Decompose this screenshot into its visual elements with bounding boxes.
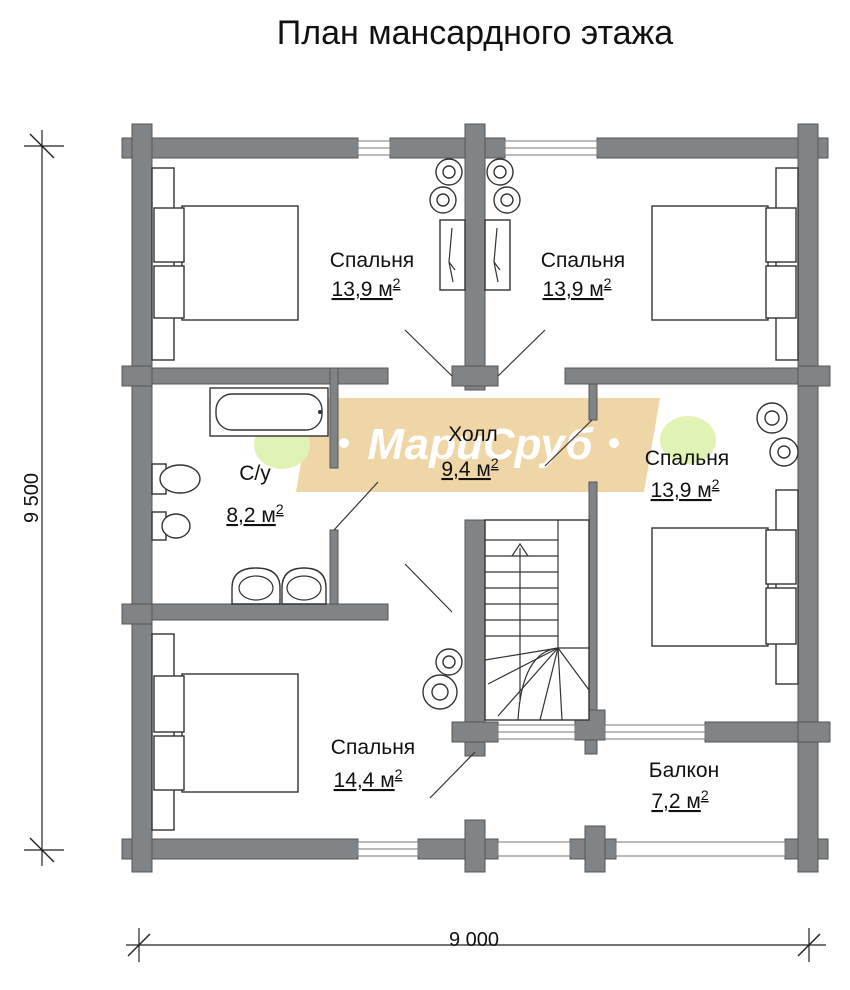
sink-left [231,567,281,605]
sink-right [281,567,327,605]
page-title: План мансардного этажа [276,14,674,52]
dimension-height-label: 9 500 [21,473,43,523]
bed-top-left [151,167,299,361]
plants [422,158,799,710]
toilet [151,463,201,495]
room-label-hall: Холл 9,4 м2 [441,423,498,481]
svg-text:13,9 м2: 13,9 м2 [332,275,401,301]
svg-text:Спальня: Спальня [331,736,415,759]
wardrobe-right [484,219,511,291]
windows [357,140,786,857]
bed-bottom-left [151,633,299,831]
svg-text:9,4 м2: 9,4 м2 [441,455,498,481]
svg-text:14,4 м2: 14,4 м2 [334,766,403,792]
room-label-balcony: Балкон 7,2 м2 [649,759,719,813]
svg-text:7,2 м2: 7,2 м2 [651,787,708,813]
plant-icon [756,402,799,467]
svg-text:Спальня: Спальня [645,447,729,470]
room-label-bedroom-bottom-left: Спальня 14,4 м2 [331,736,415,792]
bed-top-right [651,167,799,361]
svg-text:13,9 м2: 13,9 м2 [543,275,612,301]
staircase [484,519,590,721]
plant-icon [422,648,463,710]
bathtub [209,387,329,437]
svg-text:Балкон: Балкон [649,759,719,782]
doors [333,329,593,799]
room-label-bedroom-top-right: Спальня 13,9 м2 [541,249,625,301]
watermark-text: МариСруб [367,420,594,469]
dimension-width: 9 000 [126,928,826,962]
room-label-bedroom-right: Спальня 13,9 м2 [645,447,729,502]
dimension-width-label: 9 000 [449,929,499,951]
svg-text:13,9 м2: 13,9 м2 [651,476,720,502]
svg-text:Спальня: Спальня [541,249,625,272]
bidet [151,511,191,541]
room-label-bathroom: С/у 8,2 м2 [226,462,283,527]
walls [121,123,831,873]
room-label-bedroom-top-left: Спальня 13,9 м2 [330,249,414,301]
dimension-height: 9 500 [21,130,64,866]
bed-middle-right [651,489,799,685]
plant-icon [486,158,521,214]
svg-text:Холл: Холл [448,423,498,446]
svg-text:8,2 м2: 8,2 м2 [226,501,283,527]
svg-text:С/у: С/у [239,462,271,485]
svg-text:Спальня: Спальня [330,249,414,272]
wardrobe-left [439,219,466,291]
plant-icon [429,158,463,214]
